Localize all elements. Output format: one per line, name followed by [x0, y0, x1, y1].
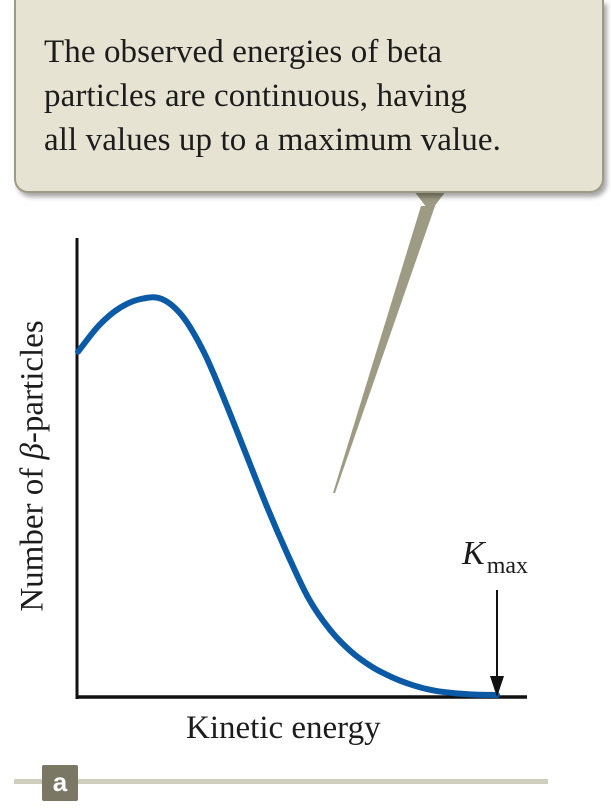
x-axis-label: Kinetic energy — [186, 710, 381, 746]
callout-line: particles are continuous, having — [44, 78, 467, 114]
callout-line: The observed energies of beta — [44, 34, 443, 70]
y-axis-label: Number of β-particles — [15, 320, 52, 611]
beta-symbol: β — [14, 443, 51, 460]
kmax-symbol: K — [462, 535, 485, 572]
y-axis-label-prefix: Number of — [14, 459, 51, 612]
callout-box: The observed energies of beta particles … — [14, 0, 604, 193]
beta-distribution-curve — [75, 294, 500, 698]
callout-line: all values up to a maximum value. — [44, 122, 501, 158]
callout-pointer — [333, 206, 435, 493]
kmax-label: Kmax — [462, 535, 528, 579]
figure-tag: a — [42, 765, 78, 801]
figure-tag-rule — [14, 779, 548, 784]
kmax-arrow-head — [490, 676, 504, 697]
kmax-subscript: max — [486, 553, 529, 579]
y-axis-label-suffix: -particles — [14, 320, 51, 444]
callout-pointer-tip — [414, 191, 446, 212]
callout-text: The observed energies of beta particles … — [44, 30, 592, 162]
